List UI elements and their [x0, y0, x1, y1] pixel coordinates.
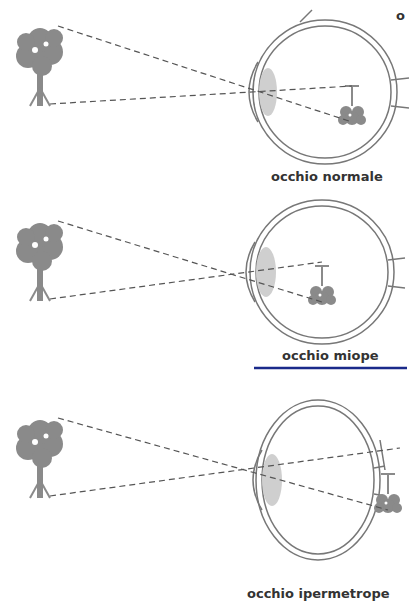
- eye-caption: occhio normale: [271, 169, 383, 185]
- underline: [254, 367, 407, 370]
- eye-caption: occhio ipermetrope: [247, 586, 390, 602]
- eye-caption: occhio miope: [282, 348, 379, 364]
- cropped-letter: o: [396, 8, 405, 24]
